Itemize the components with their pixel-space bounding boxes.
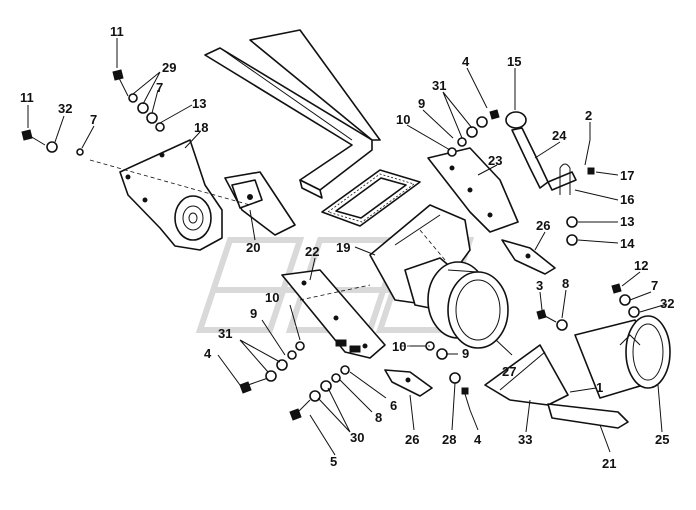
callout-26: 26 bbox=[405, 432, 419, 447]
callout-21: 21 bbox=[602, 456, 616, 471]
callout-3: 3 bbox=[536, 278, 543, 293]
callout-10: 10 bbox=[265, 290, 279, 305]
callout-30: 30 bbox=[350, 430, 364, 445]
callout-33: 33 bbox=[518, 432, 532, 447]
callout-11: 11 bbox=[20, 90, 34, 105]
part-25-tube bbox=[574, 315, 671, 399]
callout-8: 8 bbox=[562, 276, 569, 291]
part-24-link bbox=[511, 127, 577, 191]
callout-5: 5 bbox=[330, 454, 337, 469]
callout-32: 32 bbox=[660, 296, 674, 311]
callout-7: 7 bbox=[90, 112, 97, 127]
callout-29: 29 bbox=[162, 60, 176, 75]
callout-17: 17 bbox=[620, 168, 634, 183]
callout-10: 10 bbox=[396, 112, 410, 127]
callout-11: 11 bbox=[110, 24, 124, 39]
callout-12: 12 bbox=[634, 258, 648, 273]
callout-13: 13 bbox=[192, 96, 206, 111]
callout-26: 26 bbox=[536, 218, 550, 233]
gasket bbox=[321, 169, 421, 227]
fasteners bbox=[21, 69, 640, 421]
callout-4: 4 bbox=[204, 346, 212, 361]
callout-19: 19 bbox=[336, 240, 350, 255]
callout-22: 22 bbox=[305, 244, 319, 259]
part-20-bracket bbox=[224, 171, 296, 236]
callout-23: 23 bbox=[488, 153, 502, 168]
callout-20: 20 bbox=[246, 240, 260, 255]
part-27-collar bbox=[427, 261, 509, 349]
part-26-plate-right bbox=[501, 239, 556, 275]
callout-25: 25 bbox=[655, 432, 669, 447]
part-18-cover bbox=[119, 139, 223, 251]
callout-7: 7 bbox=[651, 278, 658, 293]
part-16-ubolt bbox=[559, 163, 571, 195]
callout-9: 9 bbox=[418, 96, 425, 111]
callout-4: 4 bbox=[462, 54, 470, 69]
callout-13: 13 bbox=[620, 214, 634, 229]
leader-lines bbox=[27, 38, 668, 456]
part-22-plate bbox=[281, 269, 386, 359]
callout-4: 4 bbox=[474, 432, 482, 447]
chute-arm bbox=[204, 29, 381, 199]
callout-8: 8 bbox=[375, 410, 382, 425]
callout-16: 16 bbox=[620, 192, 634, 207]
part-21-rod bbox=[547, 403, 629, 429]
callout-24: 24 bbox=[552, 128, 567, 143]
callout-14: 14 bbox=[620, 236, 635, 251]
callout-7: 7 bbox=[156, 80, 163, 95]
part-15-knob bbox=[505, 111, 527, 129]
callout-9: 9 bbox=[250, 306, 257, 321]
callout-10: 10 bbox=[392, 339, 406, 354]
callout-labels: 11 29 7 13 18 11 32 7 20 22 10 9 31 4 6 … bbox=[20, 24, 674, 471]
callout-32: 32 bbox=[58, 101, 72, 116]
part-23-bracket bbox=[427, 147, 519, 233]
callout-28: 28 bbox=[442, 432, 456, 447]
callout-2: 2 bbox=[585, 108, 592, 123]
callout-9: 9 bbox=[462, 346, 469, 361]
part-33-deflector bbox=[484, 344, 569, 406]
callout-18: 18 bbox=[194, 120, 208, 135]
callout-6: 6 bbox=[390, 398, 397, 413]
callout-31: 31 bbox=[432, 78, 446, 93]
callout-15: 15 bbox=[507, 54, 521, 69]
part-26-plate-lower bbox=[384, 369, 433, 397]
callout-27: 27 bbox=[502, 364, 516, 379]
callout-31: 31 bbox=[218, 326, 232, 341]
callout-1: 1 bbox=[596, 380, 603, 395]
